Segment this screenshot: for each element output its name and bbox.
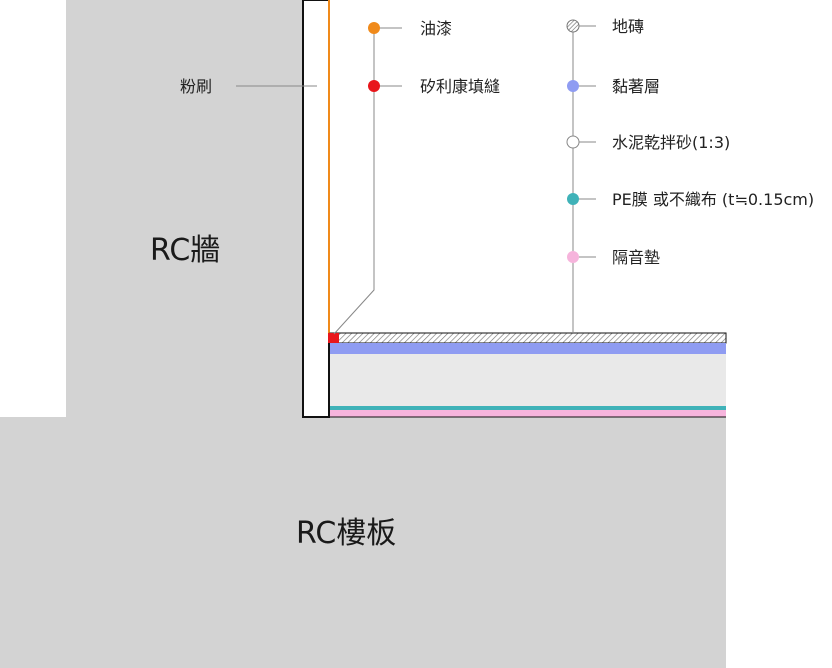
sealant-label: 矽利康填縫 xyxy=(420,77,500,96)
adhesive-marker-dot xyxy=(567,80,579,92)
paint-marker-dot xyxy=(368,22,380,34)
label-adhesive: 黏著層 xyxy=(567,77,660,96)
paint-label: 油漆 xyxy=(420,19,452,38)
label-pe-film: PE膜 或不織布 (t≒0.15cm) xyxy=(567,190,814,209)
rc-slab-label: RC樓板 xyxy=(296,516,396,551)
label-paint: 油漆 xyxy=(368,19,452,38)
adhesive-label: 黏著層 xyxy=(612,77,660,96)
sealant-joint xyxy=(328,333,339,343)
pe-film-label: PE膜 或不織布 (t≒0.15cm) xyxy=(612,190,814,209)
label-sealant: 矽利康填縫 xyxy=(368,77,500,96)
left-leader xyxy=(333,28,375,335)
sound-pad-layer xyxy=(330,410,726,417)
sound-pad-label: 隔音墊 xyxy=(612,248,660,267)
plaster-label: 粉刷 xyxy=(180,77,212,96)
pe-film-layer xyxy=(330,406,726,410)
sealant-marker-dot xyxy=(368,80,380,92)
tile-marker-dot xyxy=(566,19,580,33)
label-sound-pad: 隔音墊 xyxy=(567,248,660,267)
pe-film-marker-dot xyxy=(567,193,579,205)
label-mortar: 水泥乾拌砂(1:3) xyxy=(566,133,730,152)
adhesive-layer xyxy=(330,343,726,354)
label-tile: 地磚 xyxy=(566,17,644,36)
tile-layer xyxy=(329,332,727,344)
rc-wall-label: RC牆 xyxy=(150,233,220,268)
rc-concrete xyxy=(0,0,726,668)
mortar-label: 水泥乾拌砂(1:3) xyxy=(612,133,730,152)
mortar-marker-dot xyxy=(566,135,580,149)
mortar-layer xyxy=(330,354,726,406)
tile-label: 地磚 xyxy=(612,17,644,36)
sound-pad-marker-dot xyxy=(567,251,579,263)
plaster-layer xyxy=(302,0,330,418)
